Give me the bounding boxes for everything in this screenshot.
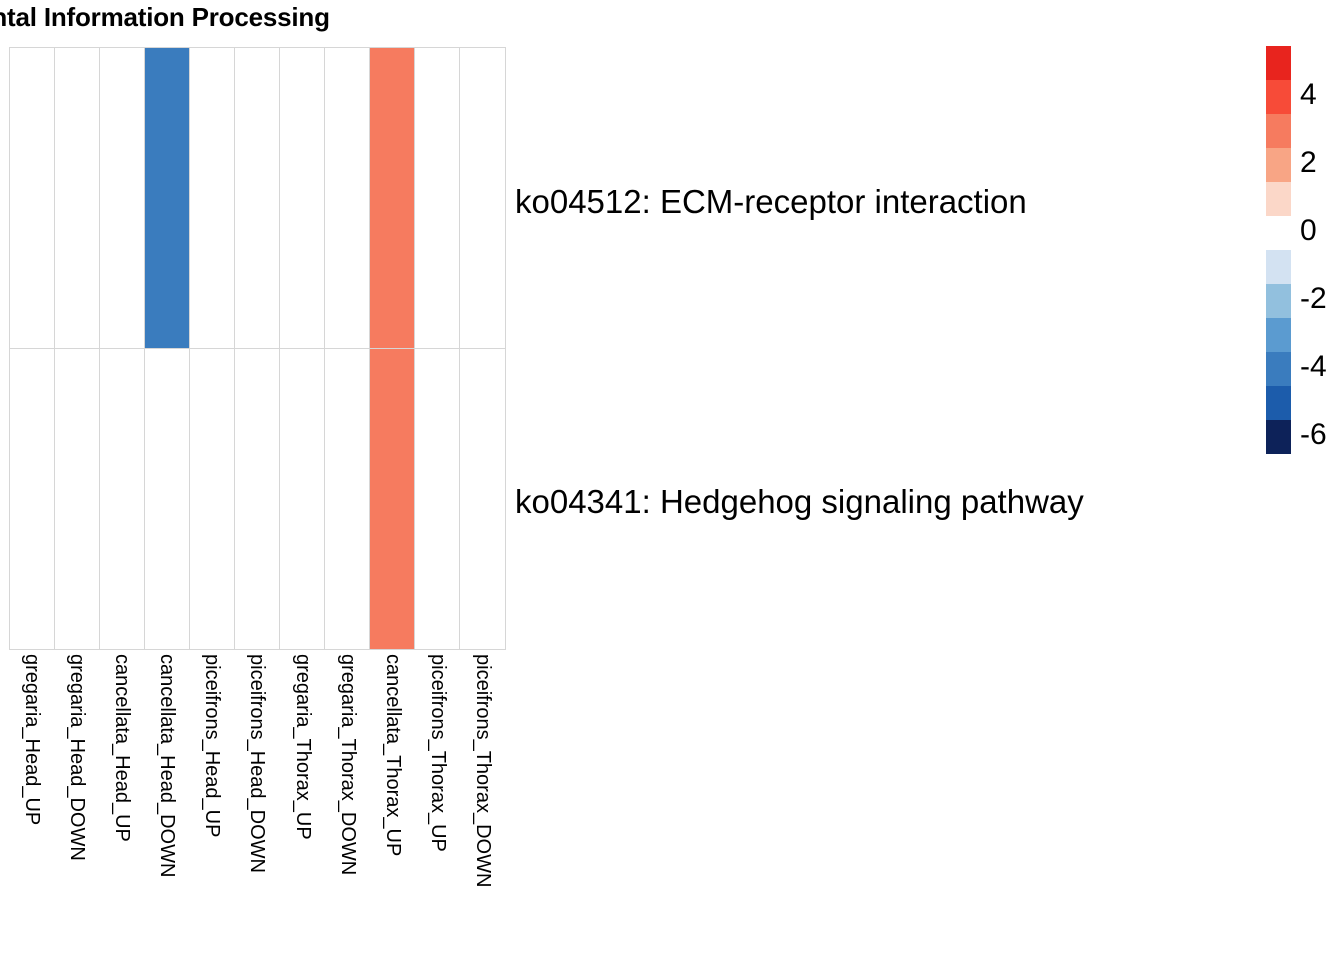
column-label-slot: piceifrons_Thorax_DOWN (461, 650, 506, 960)
colorbar-block (1266, 148, 1291, 182)
column-label-slot: piceifrons_Thorax_UP (416, 650, 461, 960)
page-title: ment: Environmental Information Processi… (0, 2, 330, 32)
colorbar-block (1266, 46, 1291, 80)
colorbar-tick-0: 0 (1300, 214, 1317, 247)
column-label-slot: cancellata_Head_UP (99, 650, 144, 960)
column-label-slot: piceifrons_Head_UP (190, 650, 235, 960)
column-label-slot: gregaria_Head_DOWN (54, 650, 99, 960)
column-label: cancellata_Head_UP (110, 654, 133, 842)
column-label: gregaria_Thorax_DOWN (336, 654, 359, 876)
column-label-slot: gregaria_Head_UP (9, 650, 54, 960)
heatmap-cell (415, 348, 460, 649)
heatmap-cell (145, 348, 190, 649)
heatmap-cell (10, 48, 55, 349)
heatmap-cell (370, 348, 415, 649)
heatmap-cell (325, 48, 370, 349)
heatmap-cell (415, 48, 460, 349)
row-label-ko04341: ko04341: Hedgehog signaling pathway (515, 483, 1084, 520)
column-label: piceifrons_Thorax_DOWN (472, 654, 495, 888)
heatmap-cell (460, 48, 505, 349)
column-labels: gregaria_Head_UP gregaria_Head_DOWN cancel… (9, 650, 506, 960)
column-label: cancellata_Thorax_UP (382, 654, 405, 857)
colorbar-scale (1266, 46, 1291, 454)
heatmap-cell (280, 48, 325, 349)
column-label-slot: cancellata_Thorax_UP (370, 650, 415, 960)
column-label: gregaria_Head_DOWN (65, 654, 88, 861)
colorbar-tick-2: 2 (1300, 146, 1317, 179)
heatmap-cell (325, 348, 370, 649)
heatmap-cell (370, 48, 415, 349)
colorbar-block (1266, 182, 1291, 216)
heatmap-cell (280, 348, 325, 649)
colorbar-tick-neg6: -6 (1300, 418, 1327, 451)
heatmap-cell (55, 348, 100, 649)
colorbar-block (1266, 352, 1291, 386)
colorbar-block (1266, 80, 1291, 114)
heatmap-cell (100, 48, 145, 349)
heatmap-cell (55, 48, 100, 349)
colorbar-gap (1266, 216, 1291, 250)
heatmap-grid (9, 47, 506, 650)
row-label-ko04512: ko04512: ECM-receptor interaction (515, 183, 1027, 220)
colorbar-tick-neg4: -4 (1300, 350, 1327, 383)
column-label-slot: gregaria_Thorax_UP (280, 650, 325, 960)
colorbar-block (1266, 114, 1291, 148)
colorbar-block (1266, 318, 1291, 352)
column-label-slot: cancellata_Head_DOWN (145, 650, 190, 960)
column-label-slot: piceifrons_Head_DOWN (235, 650, 280, 960)
colorbar-block (1266, 420, 1291, 454)
column-label: piceifrons_Thorax_UP (427, 654, 450, 852)
colorbar-block (1266, 284, 1291, 318)
column-label-slot: gregaria_Thorax_DOWN (325, 650, 370, 960)
heatmap-cell (235, 48, 280, 349)
column-label: piceifrons_Head_DOWN (246, 654, 269, 873)
colorbar-tick-labels: 4 2 0 -2 -4 -6 (1300, 46, 1344, 476)
heatmap-cell (235, 348, 280, 649)
heatmap-cell (460, 348, 505, 649)
heatmap-cell (100, 348, 145, 649)
colorbar-tick-4: 4 (1300, 78, 1317, 111)
heatmap-cell (190, 348, 235, 649)
heatmap-cell (145, 48, 190, 349)
column-label: gregaria_Thorax_UP (291, 654, 314, 840)
column-label: piceifrons_Head_UP (201, 654, 224, 838)
heatmap-cell (190, 48, 235, 349)
colorbar-tick-neg2: -2 (1300, 282, 1327, 315)
heatmap-cell (10, 348, 55, 649)
colorbar-block (1266, 386, 1291, 420)
colorbar-block (1266, 250, 1291, 284)
column-label: cancellata_Head_DOWN (156, 654, 179, 878)
column-label: gregaria_Head_UP (20, 654, 43, 826)
